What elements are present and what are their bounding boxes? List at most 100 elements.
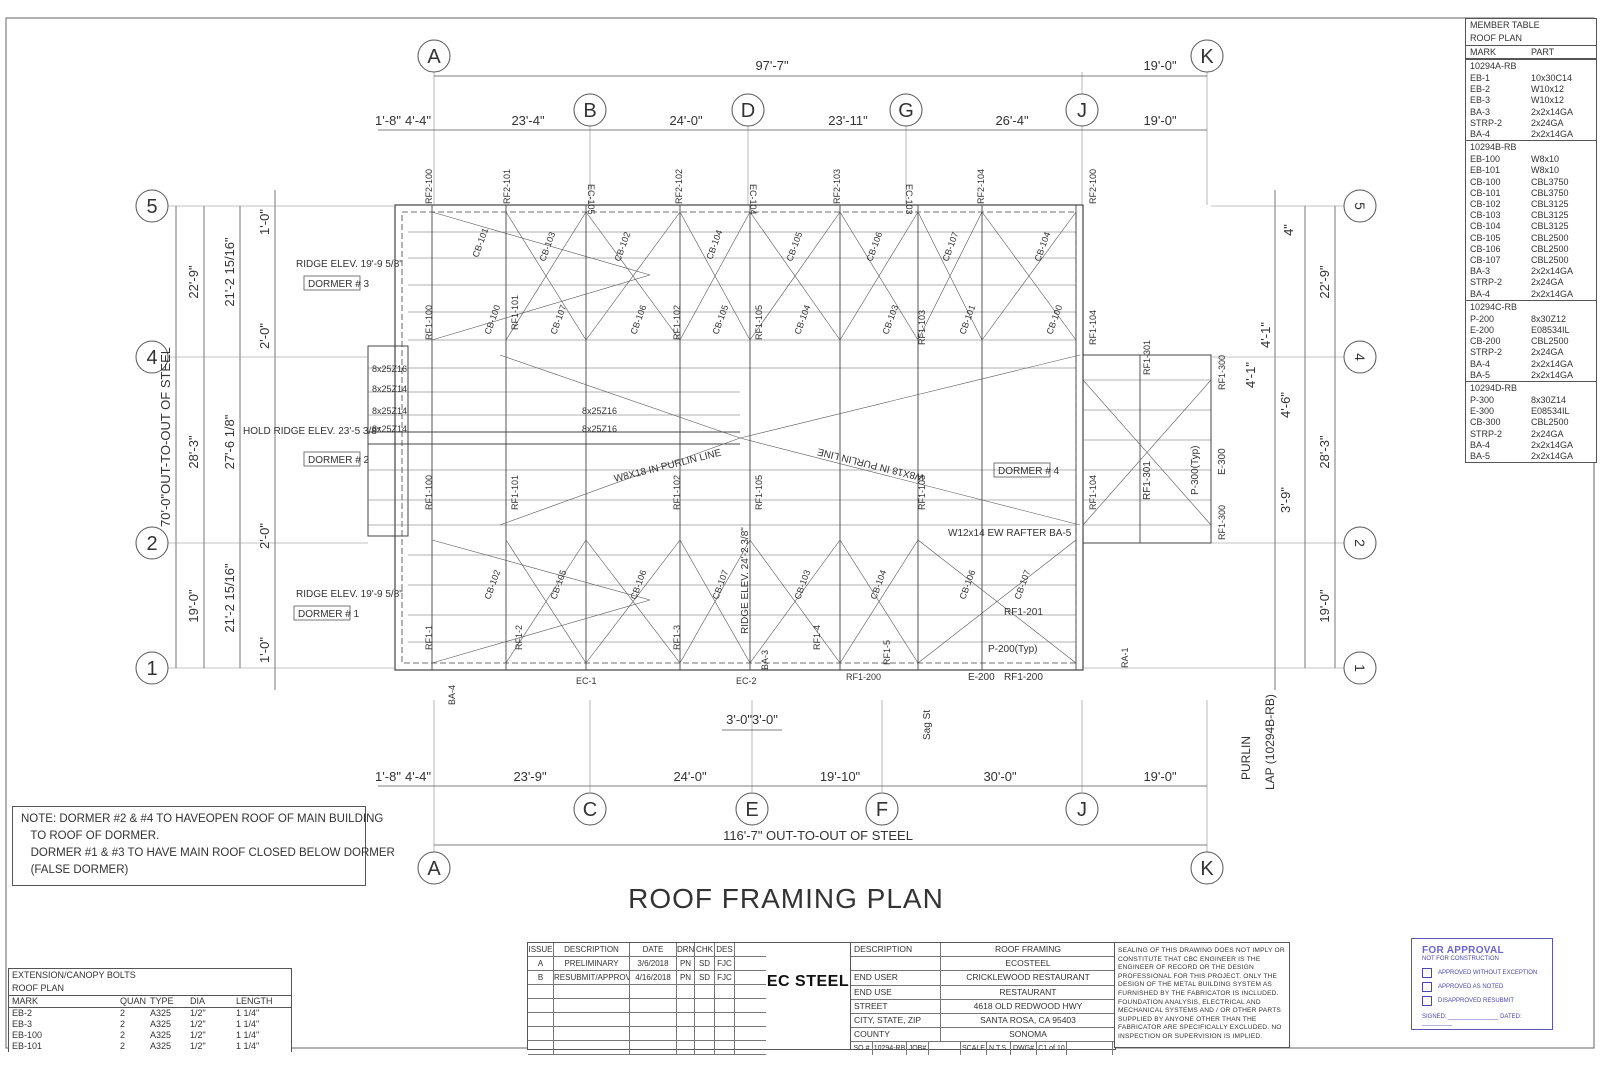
member-part: 2x2x14GA xyxy=(1531,288,1574,299)
issue-cell xyxy=(554,1013,630,1026)
member-part: CBL2500 xyxy=(1531,243,1569,254)
member-mark: CB-101 xyxy=(1470,187,1501,198)
dim-left-small-0: 1'-0" xyxy=(257,209,272,235)
issue-cell xyxy=(528,1013,554,1026)
member-part: W10x12 xyxy=(1531,95,1565,106)
member-mark: EB-100 xyxy=(1470,154,1501,165)
dated-field: DATED: _________ xyxy=(1422,1014,1522,1026)
issue-col-chk: CHK xyxy=(695,943,715,956)
dim-left-0: 22'-9" xyxy=(186,265,201,299)
issue-cell xyxy=(677,1041,695,1054)
issue-row xyxy=(528,985,766,999)
member-mark: CB-102 xyxy=(1470,199,1501,210)
rf-label: RF1-4 xyxy=(812,625,822,650)
col-part: PART xyxy=(1531,47,1555,57)
issue-cell xyxy=(630,1041,677,1054)
grid-top-b: B xyxy=(583,100,596,122)
approval-option[interactable]: APPROVED WITHOUT EXCEPTION xyxy=(1422,968,1542,978)
grid-right-5: 5 xyxy=(1352,202,1368,210)
cb-label: CB-105 xyxy=(548,569,568,601)
member-mark: P-300 xyxy=(1470,395,1495,406)
dim-bottom-overall: 116'-7" OUT-TO-OUT OF STEEL xyxy=(723,828,913,843)
issue-cell xyxy=(695,985,715,998)
dim-bottom-bay-4: 19'-10" xyxy=(820,769,861,784)
member-table: MEMBER TABLE ROOF PLAN MARK PART 10294A-… xyxy=(1465,18,1597,464)
member-table-subtitle: ROOF PLAN xyxy=(1470,33,1523,43)
approval-option-label: DISAPPROVED RESUBMIT xyxy=(1438,998,1515,1004)
top-rafter-2: EC-105 xyxy=(586,184,596,215)
checkbox-icon[interactable] xyxy=(1422,996,1432,1006)
dim-top-bay-4: 23'-11" xyxy=(828,113,868,128)
issue-cell xyxy=(528,1027,554,1040)
dim-right-small-3: 3'-9" xyxy=(1278,487,1293,513)
mid-purlin-label-1: 8x25Z16 xyxy=(582,424,617,434)
dim-top-bay-5: 26'-4" xyxy=(995,113,1029,128)
grid-right-1: 1 xyxy=(1352,664,1368,672)
bolts-cell: 2 xyxy=(120,1019,126,1029)
issue-cell: B xyxy=(528,971,554,984)
e300-label: E-300 xyxy=(1217,448,1228,475)
bottom-label-7: RA-1 xyxy=(1120,647,1130,668)
cb-label: CB-107 xyxy=(548,304,568,336)
mid-purlin-label-0: 8x25Z16 xyxy=(582,406,617,416)
issue-row xyxy=(528,1013,766,1027)
purlin-label-0: 8x25Z16 xyxy=(372,364,407,374)
rf-label: RF1-100 xyxy=(424,475,434,510)
grid-bottom-f: F xyxy=(876,799,888,821)
issue-cell xyxy=(554,1027,630,1040)
bottom-label-2: EC-2 xyxy=(736,676,757,686)
purlin-lines xyxy=(368,231,1211,643)
issue-cell: 3/6/2018 xyxy=(630,957,677,970)
cb-label: CB-104 xyxy=(704,229,724,261)
checkbox-icon[interactable] xyxy=(1422,968,1432,978)
dim-left-inner-0: 21'-2 15/16" xyxy=(222,237,237,307)
approval-option[interactable]: DISAPPROVED RESUBMIT xyxy=(1422,996,1542,1006)
checkbox-icon[interactable] xyxy=(1422,982,1432,992)
bolts-header-mark: MARK xyxy=(12,996,39,1006)
project-last-cell: JOB# xyxy=(907,1042,929,1056)
top-rafter-0: RF2-100 xyxy=(424,169,434,204)
project-value: SONOMA xyxy=(1009,1029,1047,1040)
member-part: 2x24GA xyxy=(1531,277,1564,288)
project-key: END USE xyxy=(851,985,941,999)
member-part: 2x24GA xyxy=(1531,117,1564,128)
approval-option[interactable]: APPROVED AS NOTED xyxy=(1422,982,1542,992)
bolts-cell: EB-100 xyxy=(12,1030,43,1040)
dimension-lines xyxy=(175,75,1336,846)
p300-label: P-300(Typ) xyxy=(1190,446,1201,495)
issue-cell xyxy=(528,1041,554,1054)
dim-top-bay-1: 4'-4" xyxy=(405,113,431,128)
grid-right-4: 4 xyxy=(1352,353,1368,361)
grid-top-d: D xyxy=(741,100,755,122)
grid-lines-side xyxy=(168,205,1345,669)
member-mark: BA-5 xyxy=(1470,369,1491,380)
rf-label: RF1-301 xyxy=(1142,340,1152,375)
rf-label: RF1-300 xyxy=(1217,355,1227,390)
issue-cell xyxy=(695,1027,715,1040)
top-rafter-5: RF2-103 xyxy=(832,169,842,204)
member-part: 2x2x14GA xyxy=(1531,439,1574,450)
dormer2-box xyxy=(303,451,361,467)
rf-label: RF1-102 xyxy=(672,305,682,340)
cb-label: CB-101 xyxy=(470,227,490,259)
dim-right-2: 19'-0" xyxy=(1317,589,1332,623)
project-last-cell xyxy=(1067,1042,1113,1056)
dim-left-small-3: 1'-0" xyxy=(257,637,272,663)
w8-purlin-line-label: W8X18 IN PURLIN LINE xyxy=(613,448,723,485)
issue-cell xyxy=(554,985,630,998)
project-last-cell: DWG# xyxy=(1011,1042,1037,1056)
logo-block: EC STEEL xyxy=(766,942,850,1050)
dim-bottom-bay-2: 23'-9" xyxy=(513,769,547,784)
member-mark: BA-4 xyxy=(1470,358,1491,369)
